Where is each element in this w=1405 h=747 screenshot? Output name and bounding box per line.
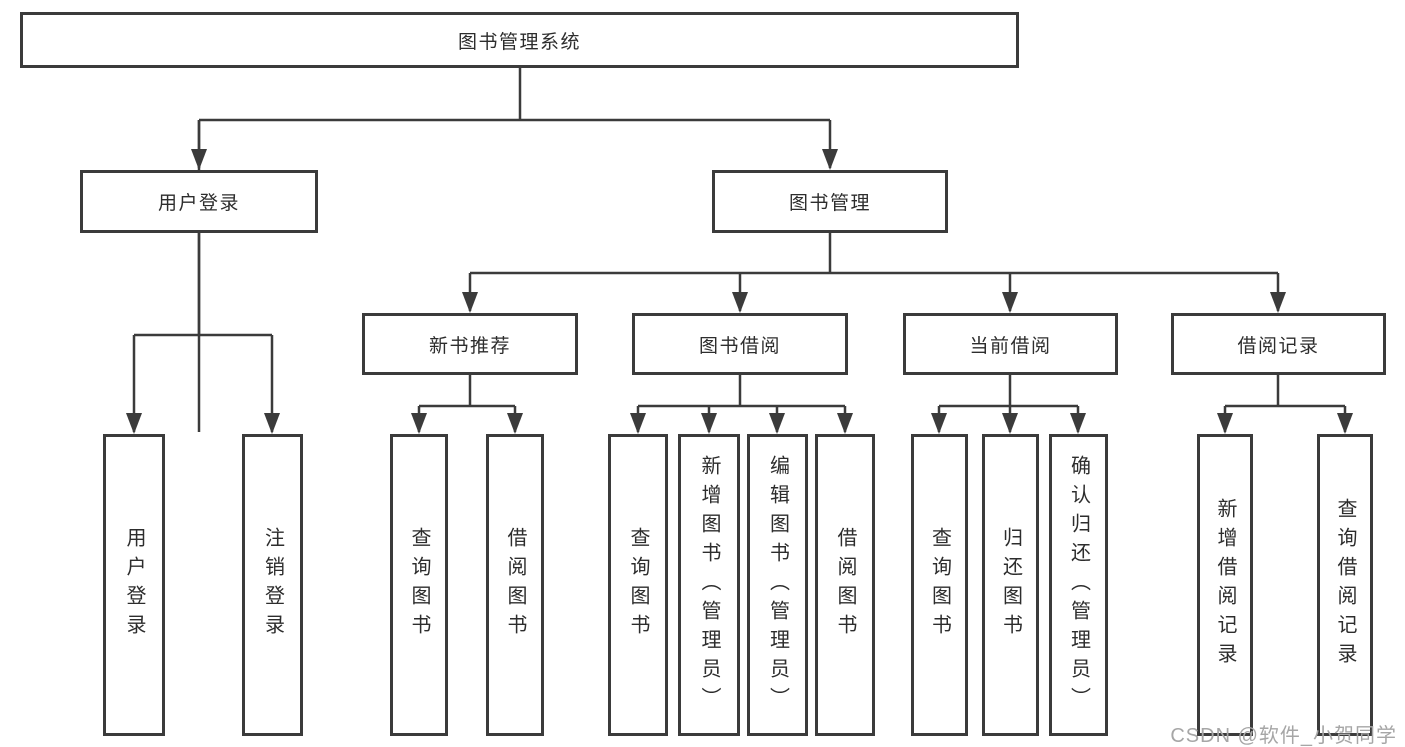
node-leaf-query-books-borrow: 查询图书 [608, 434, 668, 736]
arrowheads [126, 149, 1353, 434]
connector-lines [132, 67, 1347, 432]
csdn-watermark: CSDN @软件_小贺同学 [1170, 725, 1397, 747]
node-borrow-records: 借阅记录 [1171, 313, 1386, 375]
node-current-borrow: 当前借阅 [903, 313, 1118, 375]
node-leaf-add-borrow-record: 新增借阅记录 [1197, 434, 1253, 736]
node-leaf-borrow-books: 借阅图书 [815, 434, 875, 736]
node-leaf-query-books-recommend: 查询图书 [390, 434, 448, 736]
node-leaf-confirm-return-admin: 确认归还（管理员） [1049, 434, 1108, 736]
node-leaf-edit-books-admin: 编辑图书（管理员） [747, 434, 808, 736]
node-book-borrow: 图书借阅 [632, 313, 848, 375]
node-book-management: 图书管理 [712, 170, 948, 233]
node-leaf-query-books-current: 查询图书 [911, 434, 968, 736]
node-leaf-return-books: 归还图书 [982, 434, 1039, 736]
node-leaf-user-login: 用户登录 [103, 434, 165, 736]
node-leaf-add-books-admin: 新增图书（管理员） [678, 434, 740, 736]
node-leaf-borrow-books-recommend: 借阅图书 [486, 434, 544, 736]
node-user-login: 用户登录 [80, 170, 318, 233]
node-new-book-recommend: 新书推荐 [362, 313, 578, 375]
node-leaf-logout: 注销登录 [242, 434, 303, 736]
node-root-library-system: 图书管理系统 [20, 12, 1019, 68]
node-leaf-query-borrow-record: 查询借阅记录 [1317, 434, 1373, 736]
